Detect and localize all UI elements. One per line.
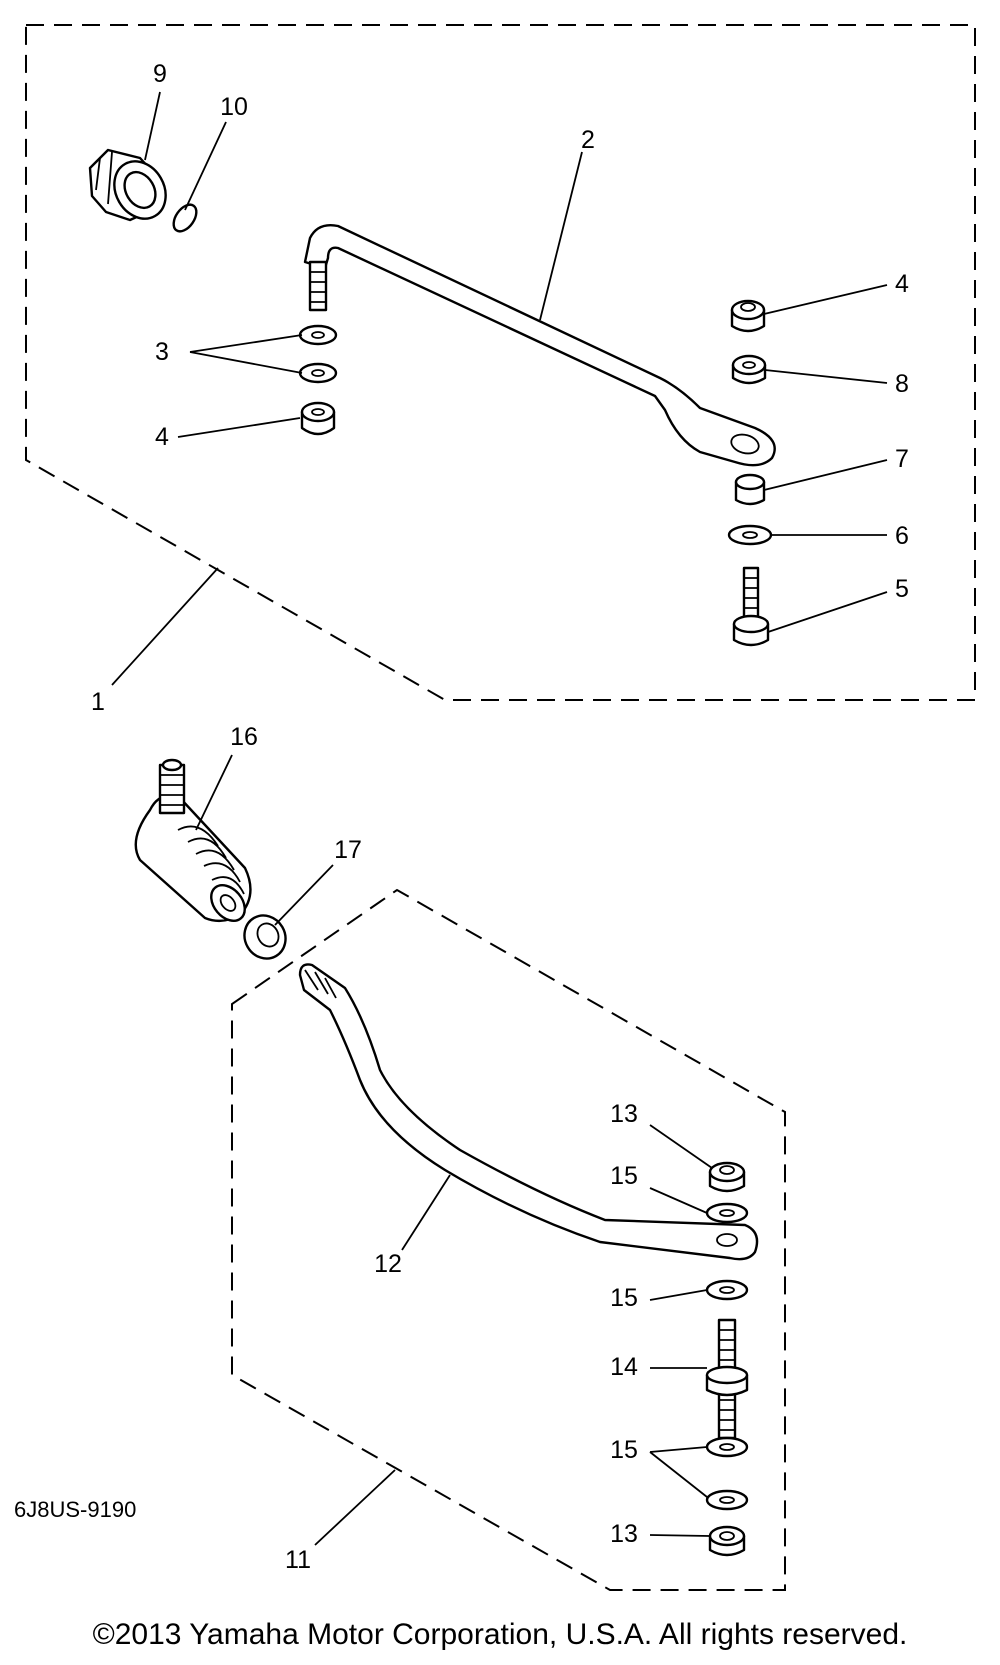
callout-4-left: 4 xyxy=(155,423,169,451)
callout-1: 1 xyxy=(91,688,105,716)
washer-part-3-bottom xyxy=(298,362,338,384)
washer-part-15-a xyxy=(705,1202,749,1224)
spring-part-16 xyxy=(134,758,252,923)
washer-part-6 xyxy=(727,524,773,546)
callout-6: 6 xyxy=(895,522,909,550)
nut-part-13-top xyxy=(708,1161,746,1193)
nut-part-4-right xyxy=(730,299,766,333)
callout-17: 17 xyxy=(334,836,362,864)
kit-11-boundary xyxy=(231,888,786,1591)
callout-15-c: 15 xyxy=(610,1436,638,1464)
o-ring-part-10 xyxy=(172,203,198,233)
callout-13-top: 13 xyxy=(610,1100,638,1128)
grommet-part-9 xyxy=(88,148,167,222)
callout-7: 7 xyxy=(895,445,909,473)
collar-part-7 xyxy=(734,473,766,506)
callout-9: 9 xyxy=(153,60,167,88)
diagram-code: 6J8US-9190 xyxy=(14,1497,137,1522)
nut-part-8 xyxy=(731,354,767,385)
shift-rod-part-12 xyxy=(298,963,759,1261)
callout-10: 10 xyxy=(220,93,248,121)
callout-16: 16 xyxy=(230,723,258,751)
callout-2: 2 xyxy=(581,126,595,154)
washer-part-3-top xyxy=(298,324,338,346)
shift-rod-part-2 xyxy=(303,224,776,467)
kit-1-boundary xyxy=(25,24,976,701)
bushing-part-17 xyxy=(243,914,287,960)
nut-part-4-left xyxy=(300,401,336,436)
stud-part-14 xyxy=(705,1318,749,1440)
callout-13-bottom: 13 xyxy=(610,1520,638,1548)
callout-4-right: 4 xyxy=(895,270,909,298)
callout-11: 11 xyxy=(285,1546,311,1574)
callout-8: 8 xyxy=(895,370,909,398)
washer-part-15-c xyxy=(705,1436,749,1458)
copyright-notice: ©2013 Yamaha Motor Corporation, U.S.A. A… xyxy=(92,1618,908,1651)
callout-labels: 9 10 2 3 4 4 8 7 6 5 1 16 17 13 15 12 15… xyxy=(91,60,909,1574)
callout-3: 3 xyxy=(155,338,169,366)
bolt-part-5 xyxy=(732,566,770,647)
washer-part-15-b xyxy=(705,1279,749,1301)
callout-5: 5 xyxy=(895,575,909,603)
leader-lines xyxy=(111,91,888,1546)
callout-12: 12 xyxy=(374,1250,402,1278)
callout-15-b: 15 xyxy=(610,1284,638,1312)
callout-15-a: 15 xyxy=(610,1162,638,1190)
nut-part-13-bottom xyxy=(708,1525,746,1557)
callout-14: 14 xyxy=(610,1353,638,1381)
washer-part-15-d xyxy=(705,1489,749,1511)
